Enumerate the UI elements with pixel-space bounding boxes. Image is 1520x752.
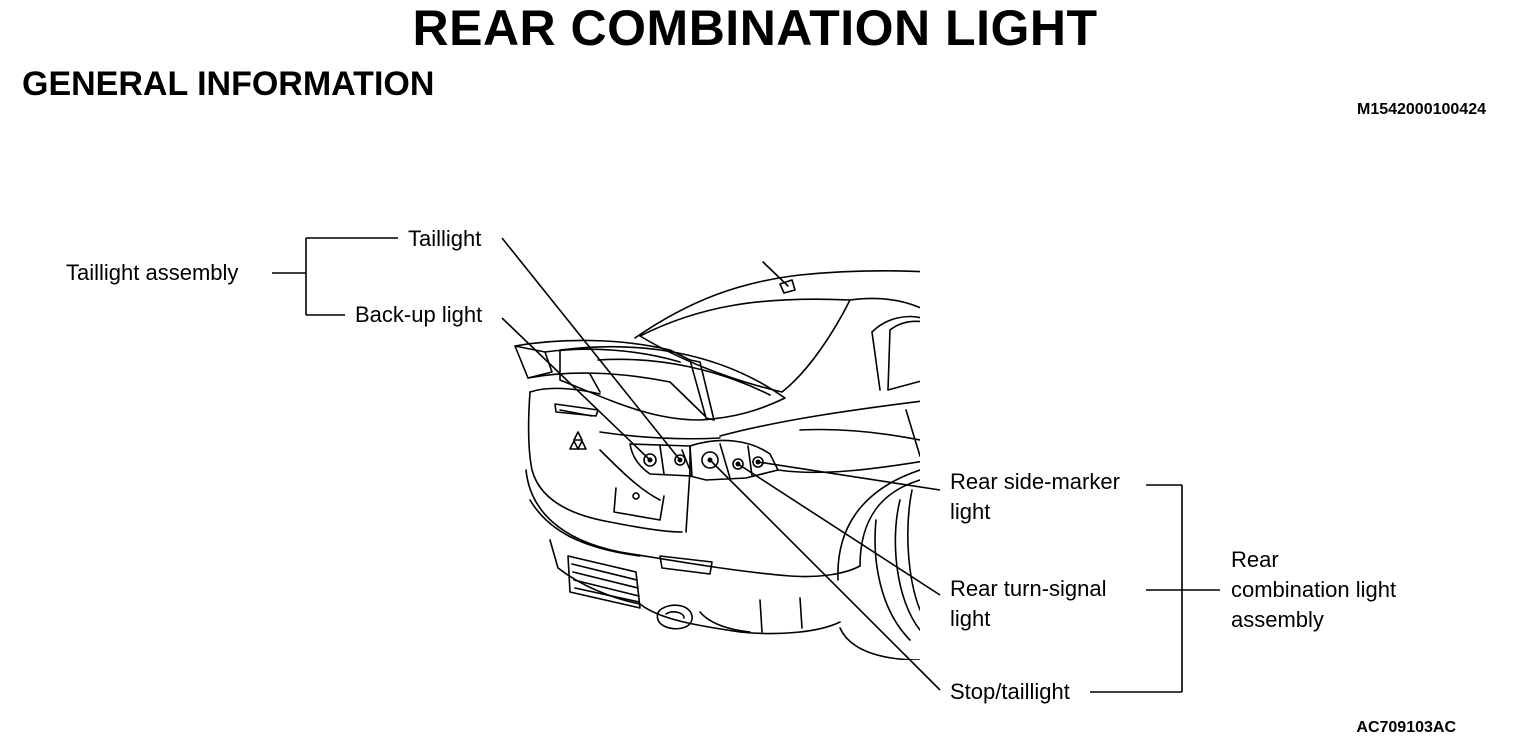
taillight-label: Taillight — [408, 226, 482, 251]
taillight-leader — [501, 237, 681, 461]
backup-light-leader — [501, 317, 651, 461]
rear-side-marker-leader — [757, 461, 941, 491]
rear-turn-signal-label: Rear turn-signal light — [950, 574, 1107, 634]
rear-combination-bracket — [1090, 484, 1220, 693]
taillight-assembly-bracket — [272, 237, 398, 316]
rear-combination-label-line3: assembly — [1231, 607, 1324, 632]
stop-taillight-leader — [709, 459, 941, 691]
section-heading: GENERAL INFORMATION — [22, 65, 435, 103]
document-id: M1542000100424 — [1356, 101, 1486, 118]
rear-side-marker-label: Rear side-marker light — [950, 467, 1120, 527]
figure-id: AC709103AC — [1356, 719, 1456, 736]
rear-turn-signal-label-line2: light — [950, 606, 991, 631]
taillight-assembly-label: Taillight assembly — [66, 260, 239, 285]
backup-light-label: Back-up light — [355, 302, 483, 327]
lead-points — [647, 457, 761, 467]
rear-combination-light-assembly-label: Rear combination light assembly — [1231, 545, 1396, 635]
rear-turn-signal-leader — [737, 463, 941, 596]
rear-turn-signal-label-line1: Rear turn-signal — [950, 576, 1107, 601]
rear-side-marker-label-line2: light — [950, 499, 991, 524]
page-title: REAR COMBINATION LIGHT — [412, 0, 1098, 56]
rear-combination-label-line1: Rear — [1231, 547, 1279, 572]
leader-lines — [501, 237, 941, 691]
stop-taillight-label: Stop/taillight — [950, 679, 1070, 704]
rear-combination-label-line2: combination light — [1231, 577, 1397, 602]
rear-side-marker-label-line1: Rear side-marker — [950, 469, 1120, 494]
car-rear-illustration — [514, 261, 920, 660]
